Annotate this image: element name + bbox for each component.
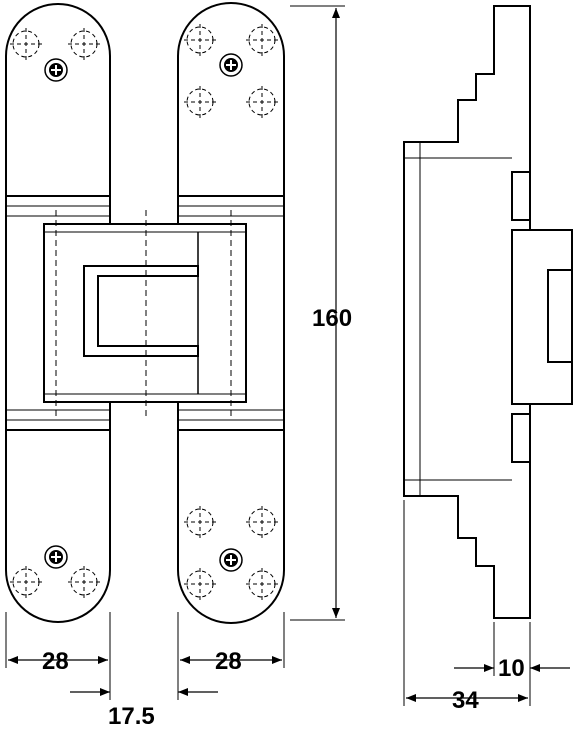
- dimension-left-width-label: 28: [42, 648, 69, 675]
- dimension-side-plate-label: 10: [498, 655, 525, 682]
- dimension-offset-label: 17.5: [108, 703, 155, 730]
- dimension-right-width-label: 28: [215, 648, 242, 675]
- dimension-side-depth-label: 34: [452, 687, 479, 714]
- hinge-side-view: [403, 5, 573, 619]
- hinge-linkage: [43, 210, 247, 420]
- dimension-height-label: 160: [312, 305, 352, 332]
- dimension-lines: [5, 5, 570, 706]
- left-hinge-leaf: [5, 3, 111, 623]
